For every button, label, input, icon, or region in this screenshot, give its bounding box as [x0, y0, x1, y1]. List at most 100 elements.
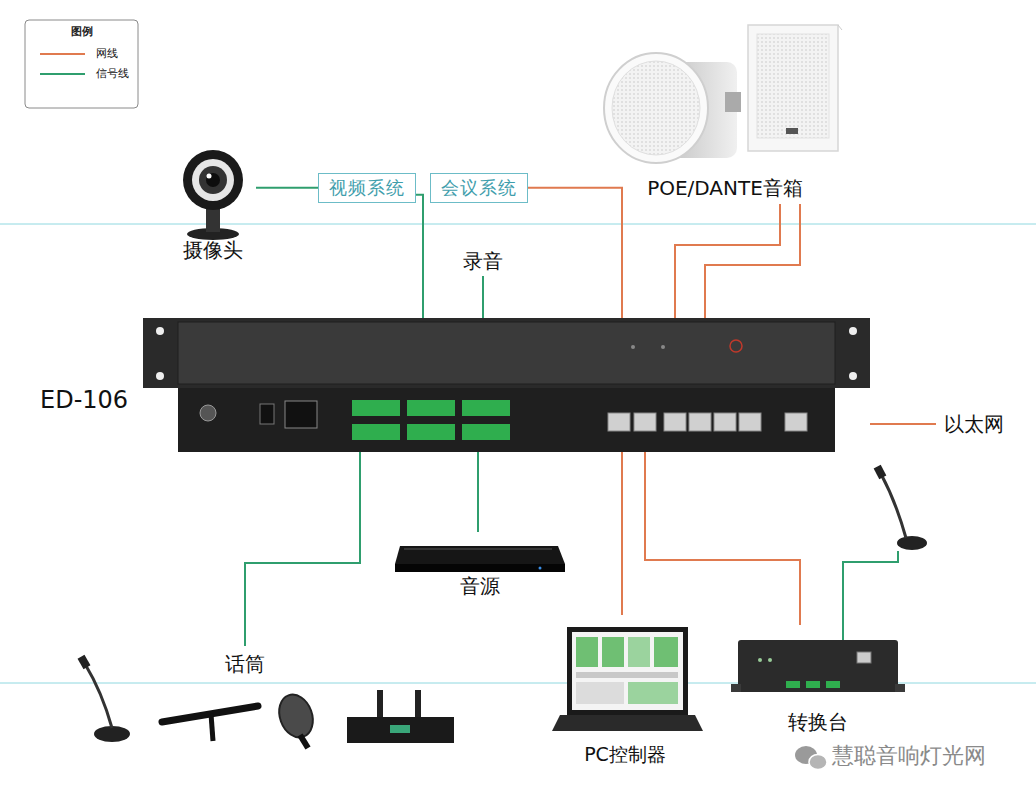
processor-illustration-part	[664, 413, 686, 431]
processor-illustration-part	[143, 318, 870, 388]
laptop-illustration-part	[552, 715, 703, 731]
box-speaker-illustration-part	[748, 25, 838, 151]
node-label: ED-106	[40, 386, 128, 415]
network-endpoint: 以太网	[936, 410, 1012, 438]
node-label: 录音	[463, 249, 503, 273]
node-label: 会议系统	[441, 177, 517, 199]
speaker-device: POE/DANTE音箱	[600, 20, 850, 204]
laptop-illustration-part	[628, 637, 650, 667]
box-speaker-illustration-part	[757, 34, 829, 138]
webcam-illustration-part	[207, 174, 212, 179]
processor-illustration-part	[730, 340, 742, 352]
legend-frame	[25, 20, 138, 108]
legend-line	[40, 73, 85, 75]
laptop-illustration-part	[654, 637, 678, 667]
processor-device: ED-106	[30, 318, 870, 452]
microphone-group: 话筒	[75, 646, 455, 748]
converter-illustration-part	[731, 684, 741, 692]
processor-illustration-part	[156, 372, 164, 380]
microphone-illustration	[78, 655, 454, 748]
node-label: 音源	[460, 574, 500, 598]
processor-illustration-part	[407, 424, 455, 440]
legend-swatch	[38, 68, 88, 80]
converter-illustration-part	[786, 681, 800, 688]
node-label: 以太网	[944, 412, 1004, 436]
processor-illustration-part	[608, 413, 630, 431]
converter-illustration-part	[857, 652, 871, 663]
ceiling-speaker-illustration-part	[604, 53, 708, 163]
converter-illustration-part	[843, 551, 898, 640]
ceiling-speaker-illustration	[604, 53, 741, 163]
box-speaker-illustration-part	[838, 25, 842, 30]
processor-illustration-part	[352, 424, 400, 440]
audio-player-illustration	[395, 546, 565, 572]
webcam-illustration	[183, 150, 243, 240]
laptop-illustration-part	[576, 682, 624, 704]
webcam-illustration-part	[199, 166, 227, 194]
converter-illustration-part	[897, 536, 927, 550]
node-label: POE/DANTE音箱	[647, 176, 803, 200]
node-label: PC控制器	[584, 743, 666, 766]
audio-player-illustration-part	[395, 546, 565, 564]
guide-lines-part	[0, 224, 1036, 225]
signal-cable	[256, 187, 318, 189]
processor-illustration-part	[156, 327, 164, 335]
recording-output: 录音	[450, 246, 516, 276]
microphone-illustration-part	[211, 714, 213, 741]
laptop-illustration-part	[628, 682, 678, 704]
processor-illustration	[143, 318, 870, 452]
converter-illustration-part	[768, 658, 772, 662]
processor-illustration-part	[352, 400, 400, 416]
ceiling-speaker-illustration-part	[725, 92, 741, 112]
signal-cable	[245, 452, 360, 646]
converter-illustration-part	[826, 681, 840, 688]
network-cable	[705, 204, 800, 318]
microphone-illustration-part	[94, 726, 130, 742]
network-cable	[675, 204, 780, 318]
legend-title: 图例	[25, 25, 138, 38]
laptop-illustration	[552, 627, 703, 731]
audio-source-device: 音源	[390, 532, 570, 602]
processor-illustration-part	[849, 372, 857, 380]
node-label: 摄像头	[183, 238, 243, 262]
processor-illustration-part	[407, 400, 455, 416]
watermark-icon-part	[809, 755, 827, 770]
legend-entry: 信号线	[38, 67, 129, 80]
ceiling-speaker-illustration-part	[612, 61, 700, 155]
signal-cable	[482, 276, 484, 318]
microphone-illustration-part	[415, 690, 421, 718]
microphone-illustration-part	[273, 690, 318, 742]
audio-player-illustration-part	[395, 564, 565, 572]
laptop-illustration-part	[576, 637, 598, 667]
webcam-illustration-part	[183, 150, 243, 210]
laptop-illustration-part	[576, 672, 678, 678]
webcam-illustration-part	[206, 173, 220, 187]
microphone-illustration-part	[347, 717, 454, 743]
signal-cable	[416, 195, 423, 318]
webcam-illustration-part	[192, 159, 234, 201]
box-speaker-illustration-part	[786, 128, 798, 134]
converter-illustration-part	[738, 640, 898, 692]
node-label: 转换台	[788, 710, 848, 734]
processor-illustration-part	[260, 404, 274, 424]
converter-illustration-part	[895, 684, 905, 692]
legend-frame-part	[25, 20, 138, 108]
processor-illustration-part	[462, 400, 510, 416]
legend-text: 信号线	[96, 67, 129, 80]
processor-illustration-part	[849, 327, 857, 335]
network-cable	[528, 188, 622, 318]
signal-cable	[477, 452, 479, 532]
legend-line	[40, 53, 85, 55]
camera-device: 摄像头	[170, 148, 256, 266]
box-speaker-illustration	[748, 25, 842, 151]
converter-illustration-part	[758, 658, 762, 662]
converter-illustration-part	[874, 465, 887, 479]
microphone-illustration-part	[78, 655, 91, 669]
microphone-illustration-part	[85, 664, 112, 728]
processor-illustration-part	[661, 345, 665, 349]
watermark: 慧聪音响灯光网	[832, 743, 986, 769]
microphone-illustration-part	[300, 735, 308, 748]
network-cable	[621, 452, 623, 615]
